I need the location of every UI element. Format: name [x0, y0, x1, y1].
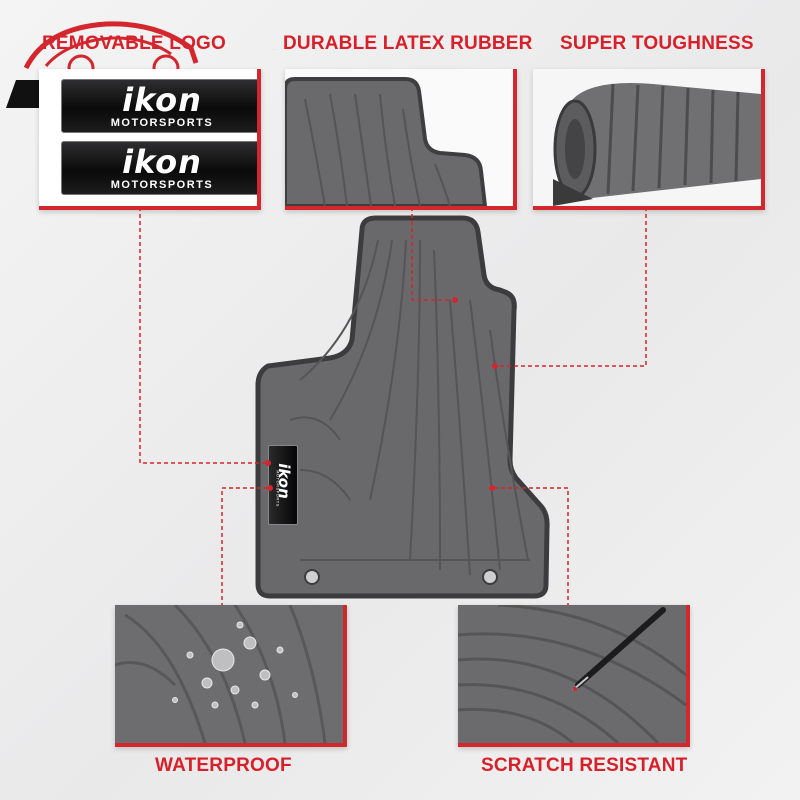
callout-dot-waterproof — [267, 485, 273, 491]
connector-toughness — [495, 207, 647, 367]
callout-dot-rubber — [452, 297, 458, 303]
waterproof-panel — [115, 605, 347, 747]
mat-ikon-badge: ikon MOTORSPORTS — [268, 445, 298, 525]
badge-subtitle-1: MOTORSPORTS — [110, 117, 214, 129]
ikon-badge-2: ikon MOTORSPORTS — [61, 141, 257, 195]
connector-removable-logo — [139, 207, 268, 464]
super-toughness-panel — [533, 69, 765, 210]
badge-wordmark-2: ikon — [122, 143, 202, 181]
removable-logo-panel: ikon MOTORSPORTS ikon MOTORSPORTS — [39, 69, 261, 210]
connector-scratch — [492, 487, 569, 607]
rolled-mat-image — [533, 69, 761, 206]
connector-latex-rubber — [411, 207, 455, 301]
super-toughness-title: SUPER TOUGHNESS — [560, 33, 754, 54]
waterproof-title: WATERPROOF — [155, 755, 292, 776]
durable-latex-rubber-title: DURABLE LATEX RUBBER — [283, 33, 533, 54]
scratch-closeup-image — [458, 605, 686, 743]
callout-dot-toughness — [492, 363, 498, 369]
scratch-resistant-panel — [458, 605, 690, 747]
water-droplets — [172, 621, 298, 709]
callout-dot-logo — [265, 460, 271, 466]
callout-dot-scratch — [489, 485, 495, 491]
badge-subtitle-2: MOTORSPORTS — [110, 179, 214, 191]
scratch-resistant-title: SCRATCH RESISTANT — [481, 755, 688, 776]
durable-latex-rubber-panel — [285, 69, 517, 210]
screwdriver-handle — [575, 607, 666, 688]
waterproof-closeup-image — [115, 605, 343, 743]
connector-waterproof — [221, 487, 270, 607]
rubber-closeup-image — [285, 69, 513, 206]
ikon-badge-1: ikon MOTORSPORTS — [61, 79, 257, 133]
badge-wordmark-1: ikon — [122, 81, 202, 119]
